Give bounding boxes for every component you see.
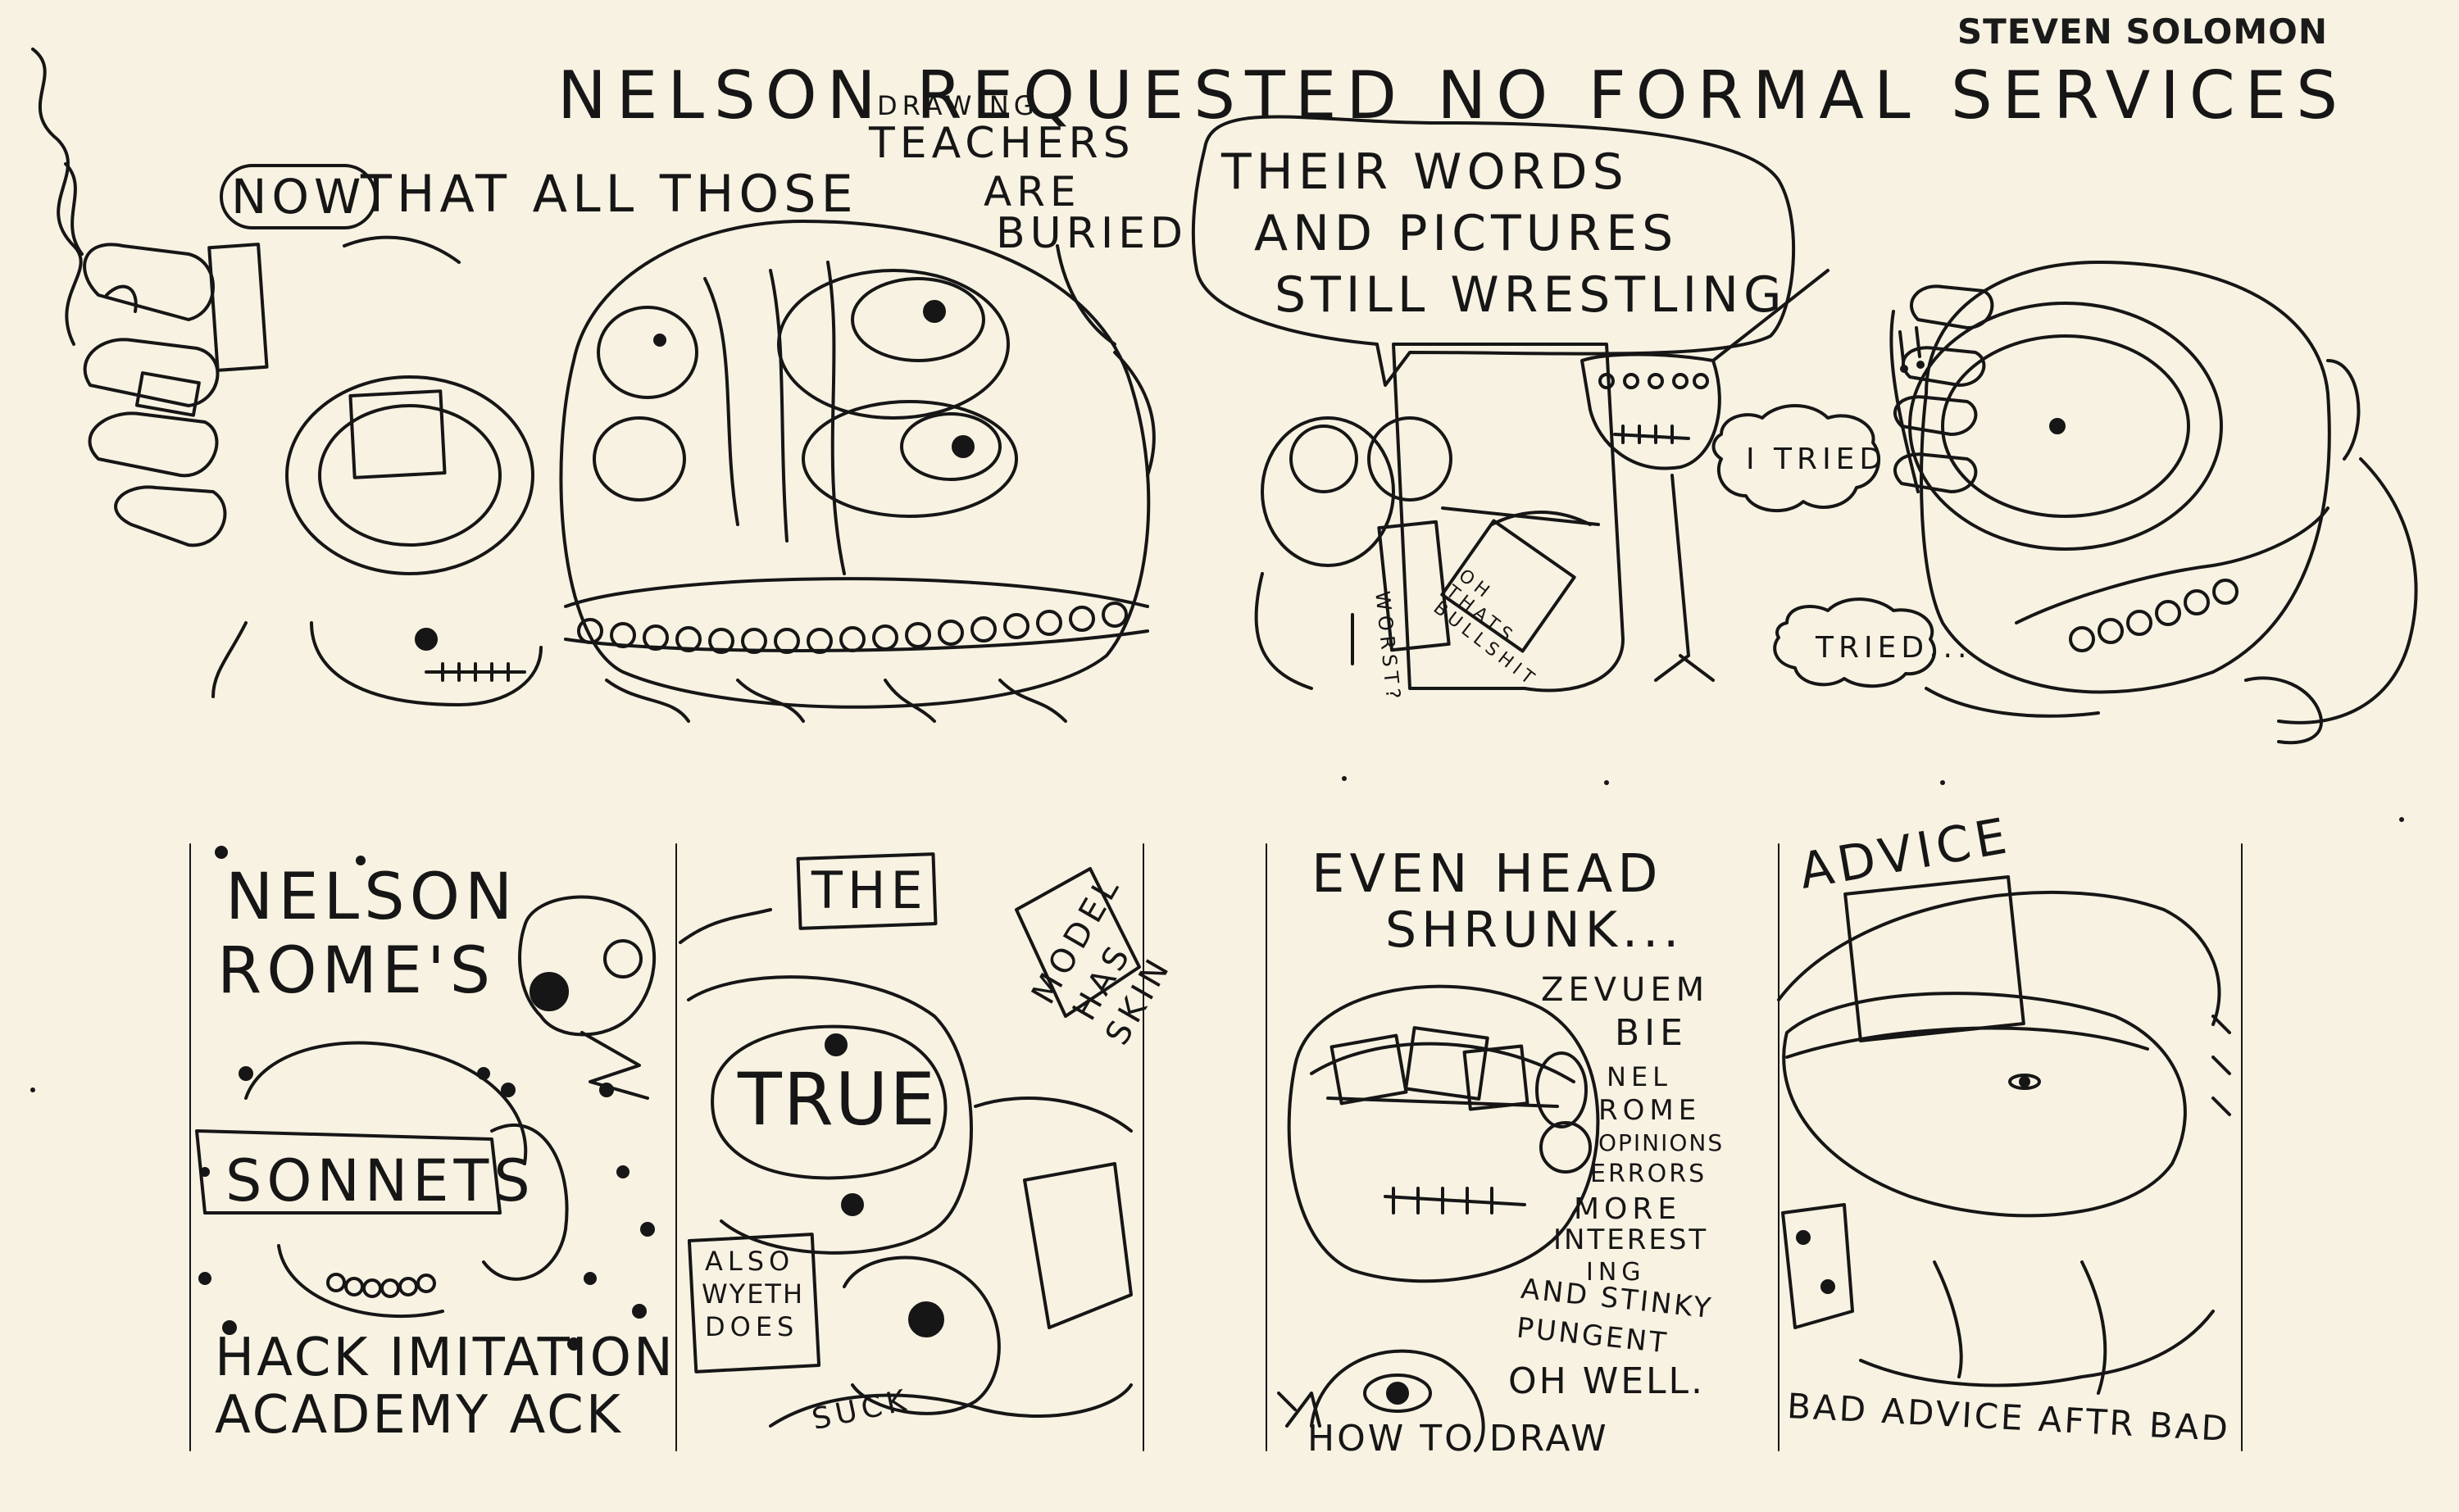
p3-bie: BIE [1615, 1012, 1688, 1054]
thought-tried: TRIED... [1816, 631, 1972, 665]
left-hand-drawing [83, 243, 269, 547]
p2-the: THE [811, 860, 928, 920]
p3-opinions: OPINIONS [1598, 1129, 1725, 1156]
p3-even-head: EVEN HEAD [1311, 844, 1663, 905]
title: NELSON REQUESTED NO FORMAL SERVICES [557, 57, 2348, 134]
bandage-box [1843, 875, 2025, 1042]
p1-hack-imitation: HACK IMITATION [215, 1328, 675, 1388]
teeth [326, 1273, 436, 1298]
p3-ing: ING [1586, 1258, 1646, 1287]
caption-now: NOW [220, 164, 378, 229]
p1-nelson: NELSON [225, 860, 518, 934]
p1-romes: ROME'S [217, 934, 496, 1008]
p3-oh-well: OH WELL. [1508, 1360, 1706, 1402]
round-head-right [1889, 261, 2418, 745]
p3-rome: ROME [1598, 1094, 1702, 1127]
p3-how-to-draw: HOW TO DRAW [1307, 1418, 1609, 1460]
caption-drawing: DRAWING [877, 90, 1039, 121]
also-box [687, 1233, 821, 1374]
thought-i-tried: I TRIED [1746, 443, 1888, 476]
speech-line-3: STILL WRESTLING [1275, 266, 1787, 324]
p3-zevuem: ZEVUEM [1541, 971, 1710, 1009]
speech-line-1: THEIR WORDS [1221, 143, 1629, 201]
panel4-drawing [1777, 875, 2231, 1395]
sonnet-banner [195, 1129, 502, 1215]
p3-errors: ERRORS [1590, 1160, 1707, 1188]
caption-buried: BURIED [996, 209, 1189, 258]
p3-interest: INTEREST [1553, 1224, 1709, 1256]
smoke-swirl [31, 48, 83, 346]
panel1-drawing [195, 846, 657, 1351]
p2-true: TRUE [738, 1057, 937, 1142]
true-oval [711, 1024, 948, 1180]
p3-more: MORE [1574, 1192, 1682, 1226]
p1-academy-ack: ACADEMY ACK [215, 1385, 623, 1446]
p2-wyeth: WYETH [702, 1278, 805, 1310]
thought-cloud-2 [1773, 597, 1937, 688]
eye-creature [1310, 1349, 1485, 1452]
artist-credit: STEVEN SOLOMON [1957, 11, 2328, 52]
p2-does: DOES [705, 1311, 799, 1342]
p3-shrunk: SHRUNK... [1385, 901, 1684, 959]
p1-sonnets: SONNETS [225, 1147, 535, 1215]
smoke-swirl-2 [64, 162, 84, 256]
caption-are: ARE [984, 168, 1081, 216]
panel2-drawing [679, 852, 1141, 1428]
caption-teachers: TEACHERS [869, 119, 1135, 168]
round-head-left [211, 235, 543, 706]
skull [518, 895, 657, 1037]
teeth-row [577, 602, 1128, 654]
speech-line-2: AND PICTURES [1254, 205, 1679, 262]
thought-cloud-1 [1711, 404, 1881, 513]
panel-borders [189, 843, 2243, 1451]
p3-nel: NEL [1607, 1061, 1672, 1092]
wrestling-figures [1254, 269, 1829, 692]
caption-rest: THAT ALL THOSE [361, 164, 858, 224]
right-hand-drawing [1893, 284, 1994, 493]
p2-also: ALSO [705, 1246, 795, 1277]
monster-face-center [559, 220, 1156, 723]
speech-bubble [1191, 115, 1796, 387]
stray-dots [30, 776, 2404, 1092]
the-box [796, 852, 938, 930]
panel3-drawing [1277, 984, 1600, 1452]
